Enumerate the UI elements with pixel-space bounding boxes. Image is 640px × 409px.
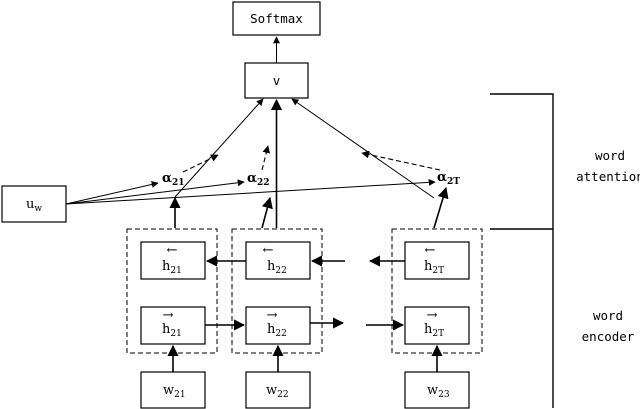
left-arrow-22: ← [263, 243, 274, 258]
alpha-21-label: α21 [162, 171, 185, 188]
h-forward-22-box [245, 306, 311, 345]
v-box [244, 62, 309, 99]
word-encoder-label-line2: encoder [582, 329, 635, 344]
h-forward-21-box [140, 306, 206, 345]
uw-box [1, 185, 67, 223]
left-arrow-21: ← [167, 243, 178, 258]
alpha22-dashed-arrow [261, 145, 271, 171]
uw-to-alpha22-line [65, 179, 245, 205]
h21-to-v-line [174, 98, 264, 198]
input-w23-label: w23 [427, 383, 450, 400]
uw-to-alpha21-line [65, 180, 159, 205]
input-w22-box [245, 371, 311, 409]
alpha21-dashed-arrow [182, 154, 219, 173]
alpha-2t-label: α2T [437, 170, 460, 187]
input-w21-box [140, 371, 206, 409]
h-forward-22-label: h22 [267, 322, 287, 339]
h-backward-22-label: h22 [267, 259, 287, 276]
right-arrow-22: → [267, 308, 278, 323]
group2-up-arrow [261, 196, 273, 229]
alpha-22-label: α22 [247, 171, 270, 188]
h-backward-21-box [140, 241, 206, 280]
word-attention-label-line1: word [595, 148, 625, 163]
word-encoder-label-line1: word [593, 308, 623, 323]
h-backward-22-box [245, 241, 311, 280]
word-attention-label-line2: attention [576, 169, 640, 184]
softmax-box [232, 1, 321, 36]
right-arrow-2t: → [427, 308, 438, 323]
attention-bracket [490, 93, 554, 408]
input-w23-box [404, 371, 470, 409]
v-label: v [273, 73, 281, 88]
group3-up-arrow [433, 186, 449, 229]
h2t-to-v-line [291, 98, 435, 199]
h-forward-2t-label: h2T [424, 322, 444, 339]
h-forward-21-label: h21 [162, 322, 182, 339]
h-backward-2t-box [404, 241, 470, 280]
input-w22-label: w22 [266, 383, 289, 400]
left-arrow-2t: ← [425, 243, 436, 258]
uw-to-alpha2t-line [65, 178, 436, 205]
input-w21-label: w21 [163, 383, 186, 400]
h-forward-2t-box [404, 306, 470, 345]
alpha2t-dashed-arrow [361, 150, 441, 171]
h-backward-21-label: h21 [162, 259, 182, 276]
right-arrow-21: → [163, 308, 174, 323]
softmax-label: Softmax [250, 11, 303, 26]
h-backward-2t-label: h2T [424, 259, 444, 276]
uw-label: uw [26, 197, 42, 214]
